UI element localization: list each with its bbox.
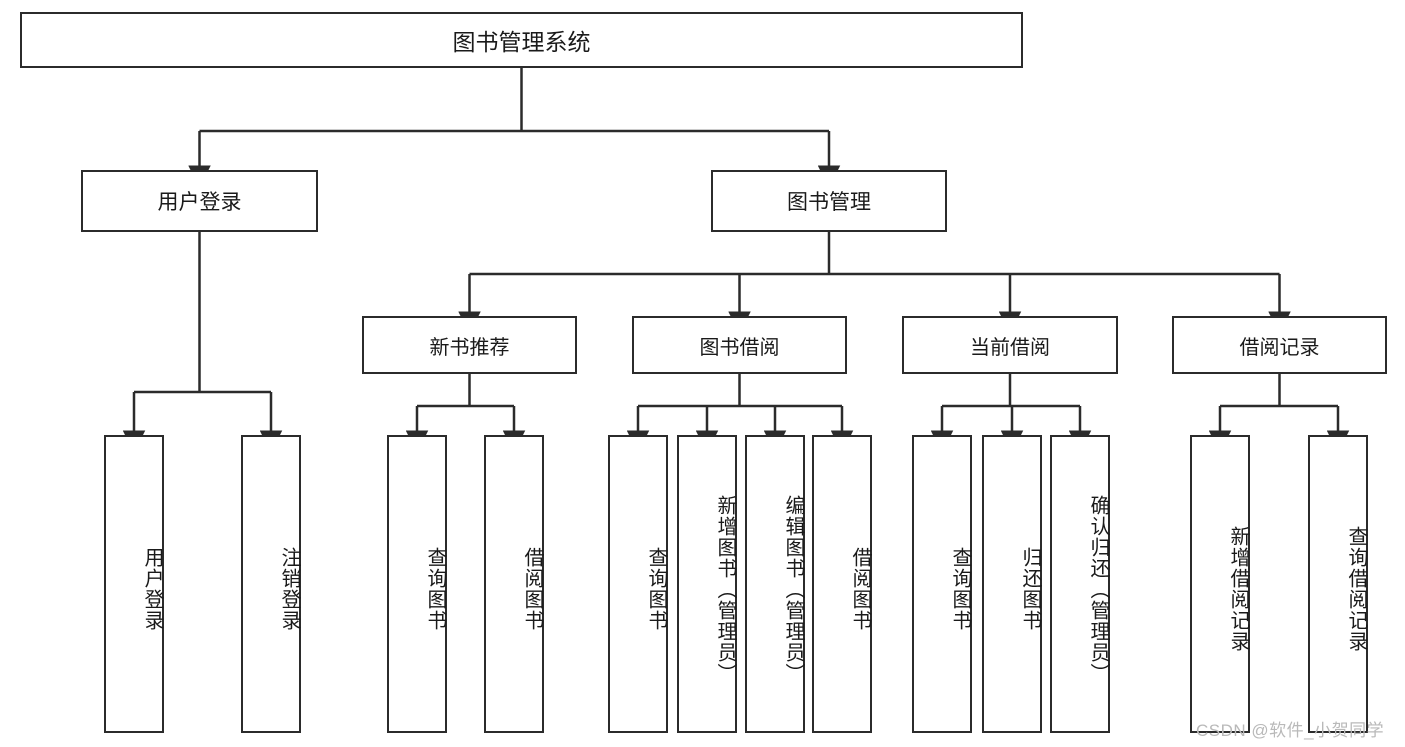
node-leaf-query-book-1[interactable]: 查询图书 <box>387 435 447 733</box>
node-label: 查询借阅记录 <box>1345 526 1367 652</box>
node-leaf-add-book[interactable]: 新增图书（管理员） <box>677 435 737 733</box>
node-book-borrow[interactable]: 图书借阅 <box>632 316 847 374</box>
node-label: 新增图书（管理员） <box>714 494 736 684</box>
node-leaf-user-login[interactable]: 用户登录 <box>104 435 164 733</box>
node-leaf-borrow-book-2[interactable]: 借阅图书 <box>812 435 872 733</box>
node-root[interactable]: 图书管理系统 <box>20 12 1023 68</box>
node-label: 借阅记录 <box>1239 336 1320 359</box>
node-label: 图书借阅 <box>699 336 780 359</box>
node-label: 新书推荐 <box>429 336 510 359</box>
node-label: 查询图书 <box>645 547 667 631</box>
node-label: 确认归还（管理员） <box>1087 494 1109 684</box>
node-borrow-record[interactable]: 借阅记录 <box>1172 316 1387 374</box>
node-leaf-return-book[interactable]: 归还图书 <box>982 435 1042 733</box>
node-label: 借阅图书 <box>849 547 871 631</box>
node-label: 图书管理 <box>787 191 871 214</box>
node-leaf-edit-book[interactable]: 编辑图书（管理员） <box>745 435 805 733</box>
node-label: 图书管理系统 <box>452 29 591 55</box>
node-leaf-query-book-3[interactable]: 查询图书 <box>912 435 972 733</box>
node-current-borrow[interactable]: 当前借阅 <box>902 316 1118 374</box>
node-leaf-borrow-book-1[interactable]: 借阅图书 <box>484 435 544 733</box>
node-label: 归还图书 <box>1019 547 1041 631</box>
node-book-manage[interactable]: 图书管理 <box>711 170 947 232</box>
node-label: 用户登录 <box>141 547 163 631</box>
node-label: 编辑图书（管理员） <box>782 494 804 684</box>
node-label: 注销登录 <box>278 547 300 631</box>
node-label: 新增借阅记录 <box>1227 526 1249 652</box>
node-user-login[interactable]: 用户登录 <box>81 170 318 232</box>
node-leaf-confirm-return[interactable]: 确认归还（管理员） <box>1050 435 1110 733</box>
node-leaf-query-record[interactable]: 查询借阅记录 <box>1308 435 1368 733</box>
node-label: 查询图书 <box>424 547 446 631</box>
node-label: 借阅图书 <box>521 547 543 631</box>
node-label: 用户登录 <box>157 191 242 214</box>
node-label: 当前借阅 <box>970 336 1050 359</box>
node-new-book-recommend[interactable]: 新书推荐 <box>362 316 577 374</box>
node-leaf-add-record[interactable]: 新增借阅记录 <box>1190 435 1250 733</box>
node-leaf-logout-login[interactable]: 注销登录 <box>241 435 301 733</box>
node-label: 查询图书 <box>949 547 971 631</box>
csdn-watermark: CSDN @软件_小贺同学 <box>1196 721 1385 740</box>
node-leaf-query-book-2[interactable]: 查询图书 <box>608 435 668 733</box>
